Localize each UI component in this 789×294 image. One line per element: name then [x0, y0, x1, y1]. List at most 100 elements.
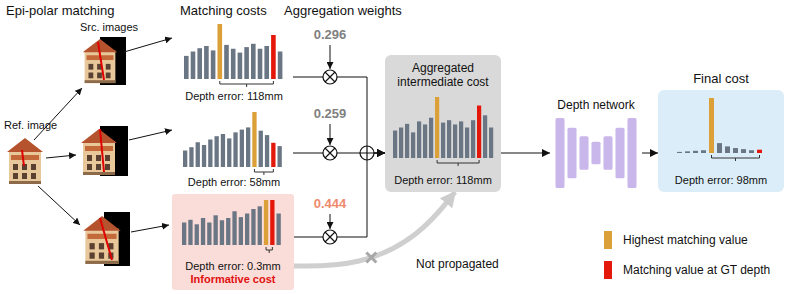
flow-arrow: [294, 153, 385, 237]
cost-bar: [226, 218, 230, 245]
cost-bar: [183, 151, 187, 168]
drawing-part: [325, 148, 335, 158]
cost-bar: [258, 49, 263, 79]
legend-row: Matching value at GT depth: [604, 260, 770, 280]
epipolar-line: [22, 150, 24, 166]
cost-bar: [231, 49, 236, 79]
photo: [83, 39, 118, 83]
drawing-part: [360, 146, 374, 160]
legend: Highest matching valueMatching value at …: [604, 230, 770, 290]
multiply-symbol: [323, 146, 337, 160]
cost-bar: [417, 121, 421, 158]
cost-bars: [172, 198, 294, 254]
cost-bar: [195, 224, 199, 245]
node-text: Depth error: 98mm: [675, 174, 767, 187]
cost-bar: [233, 132, 237, 167]
sum-symbol: [360, 146, 374, 160]
cost-bar: [182, 223, 186, 246]
network-layer: [556, 118, 565, 188]
error-bracket: [254, 169, 273, 175]
cost-bars: [385, 95, 501, 167]
cost-bar: [693, 151, 698, 153]
weight-value: 0.296: [300, 27, 360, 43]
arrow: [46, 155, 76, 158]
network-icon: [550, 118, 642, 188]
cost-bar: [239, 217, 243, 245]
cost-bar: [196, 142, 200, 167]
cost-bar: [483, 115, 487, 158]
cost-bar: [411, 132, 415, 158]
weight-arrow: [330, 45, 331, 69]
error-bracket: [437, 160, 479, 166]
cost-bar: [435, 97, 439, 158]
cost-bar: [220, 220, 224, 245]
cost-bar: [251, 44, 256, 79]
legend-swatch: [604, 231, 612, 249]
cost-bar: [271, 143, 275, 167]
drawing-part: [360, 146, 374, 160]
cost-bar: [685, 151, 690, 153]
cost-bar: [677, 152, 682, 153]
arrow: [38, 186, 80, 225]
photo: [7, 138, 43, 184]
cost-bar: [202, 145, 206, 167]
cost-bar: [270, 200, 274, 245]
cost-bar: [429, 118, 433, 158]
cost-bar: [477, 106, 481, 158]
cost-bar: [221, 134, 225, 167]
arrow: [34, 88, 82, 140]
photo: [81, 129, 117, 175]
legend-text: Matching value at GT depth: [623, 263, 770, 277]
section-label: Aggregation weights: [284, 3, 402, 19]
block-marks: [366, 252, 376, 262]
node-heading: Depth network: [557, 98, 634, 112]
epipolar-line: [100, 218, 112, 260]
cost-panel: Depth error: 58mm: [175, 108, 293, 192]
cost-bar: [399, 128, 403, 159]
cost-bar: [264, 200, 268, 245]
cost-bar: [393, 131, 397, 158]
network-layer: [568, 128, 577, 178]
cost-bar: [453, 124, 457, 158]
cost-bar: [709, 98, 714, 153]
node-text: Depth error: 118mm: [185, 90, 283, 103]
cost-bar: [733, 148, 738, 153]
cost-bar: [188, 220, 192, 245]
weight-value: 0.444: [300, 196, 360, 212]
network-layer: [604, 136, 613, 170]
drawing-part: [323, 146, 337, 160]
cost-panel: Final costDepth error: 98mm: [658, 70, 784, 192]
weight-value: 0.259: [300, 106, 360, 122]
error-bracket: [712, 155, 760, 161]
node-heading: Aggregated intermediate cost: [393, 61, 493, 90]
cost-bar: [265, 135, 269, 167]
arrow: [131, 225, 169, 232]
section-label: Ref. image: [4, 119, 57, 132]
cost-bar: [208, 140, 212, 168]
cost-bar: [465, 128, 469, 159]
cost-bar: [211, 50, 216, 79]
cost-bar: [725, 146, 730, 153]
network-layer: [580, 136, 589, 170]
legend-row: Highest matching value: [604, 230, 770, 250]
cost-bar: [207, 223, 211, 246]
cost-bar: [204, 46, 209, 79]
cost-bar: [240, 130, 244, 167]
cost-bars: [175, 22, 293, 88]
legend-text: Highest matching value: [623, 233, 748, 247]
weight-arrow: [330, 214, 331, 229]
node-text: Depth error: 118mm: [394, 174, 492, 187]
cost-bar: [224, 45, 229, 79]
drawing-part: [325, 72, 335, 82]
photo: [83, 216, 120, 264]
cost-bar: [184, 56, 189, 79]
cost-bar: [251, 209, 255, 245]
cost-bar: [264, 46, 269, 79]
network-layer: [616, 128, 625, 178]
error-bracket: [266, 247, 272, 253]
cost-bar: [701, 150, 706, 153]
cost-bar: [191, 52, 196, 80]
cost-bar: [405, 124, 409, 158]
cost-bar: [258, 206, 262, 245]
section-label: Matching costs: [180, 3, 267, 19]
